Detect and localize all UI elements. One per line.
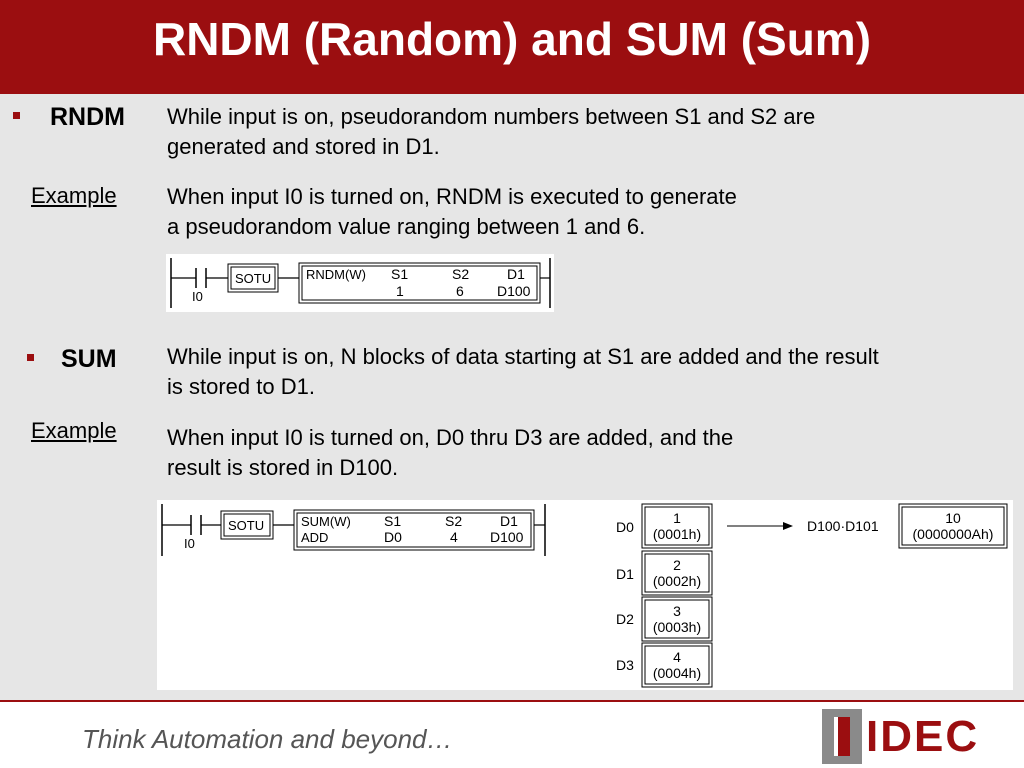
sum-example-text: When input I0 is turned on, D0 thru D3 a… [167, 425, 734, 480]
rndm-ladder-s1-label: S1 [391, 266, 408, 282]
rndm-ladder-op: RNDM(W) [306, 267, 366, 282]
footer-divider [0, 700, 1024, 702]
sum-ladder-s1-value: D0 [384, 529, 402, 545]
slide-title: RNDM (Random) and SUM (Sum) [152, 13, 872, 65]
idec-logo-mark-icon [822, 709, 862, 764]
rndm-ladder-d1-label: D1 [507, 266, 525, 282]
rndm-heading: RNDM [50, 103, 125, 131]
sum-ladder-s1-label: S1 [384, 513, 401, 529]
title-bar [0, 0, 1024, 94]
svg-text:D3: D3 [616, 657, 634, 673]
rndm-example-link[interactable]: Example [31, 183, 117, 208]
svg-text:2: 2 [673, 557, 681, 573]
sum-bullet [27, 354, 34, 361]
svg-text:(0000000Ah): (0000000Ah) [913, 526, 994, 542]
rndm-bullet [13, 112, 20, 119]
sum-ladder-sotu: SOTU [228, 518, 264, 533]
svg-text:D100·D101: D100·D101 [807, 518, 879, 534]
sum-ladder-s2-value: 4 [450, 529, 458, 545]
svg-text:(0004h): (0004h) [653, 665, 701, 681]
svg-text:D0: D0 [616, 519, 634, 535]
result-register: D100·D101 10 (0000000Ah) [807, 503, 1008, 549]
svg-text:D2: D2 [616, 611, 634, 627]
svg-text:(0003h): (0003h) [653, 619, 701, 635]
arrow-head-icon [783, 522, 793, 530]
rndm-description: While input is on, pseudorandom numbers … [167, 104, 816, 159]
sum-ladder-d1-label: D1 [500, 513, 518, 529]
svg-text:10: 10 [945, 510, 961, 526]
footer-tagline: Think Automation and beyond… [82, 724, 453, 754]
rndm-ladder-s2-label: S2 [452, 266, 469, 282]
rndm-ladder-sotu: SOTU [235, 271, 271, 286]
rndm-ladder-diagram: I0 SOTU RNDM(W) S1 1 S2 6 D1 D100 [166, 254, 554, 312]
sum-ladder-input: I0 [184, 536, 195, 551]
sum-heading: SUM [61, 345, 117, 373]
sum-ladder-d1-value: D100 [490, 529, 524, 545]
register-d3: D3 4 (0004h) [616, 642, 713, 688]
register-d1: D1 2 (0002h) [616, 550, 713, 596]
register-d2: D2 3 (0003h) [616, 596, 713, 642]
svg-text:D1: D1 [616, 566, 634, 582]
svg-text:(0002h): (0002h) [653, 573, 701, 589]
sum-ladder-op: SUM(W) [301, 514, 351, 529]
sum-ladder-diagram: I0 SOTU SUM(W) ADD S1 D0 S2 4 D1 D100 D0… [157, 500, 1013, 690]
svg-text:3: 3 [673, 603, 681, 619]
idec-logo-text: IDEC [866, 712, 980, 761]
register-d0: D0 1 (0001h) [616, 503, 713, 549]
rndm-ladder-s1-value: 1 [396, 283, 404, 299]
svg-text:(0001h): (0001h) [653, 526, 701, 542]
sum-ladder-op2: ADD [301, 530, 328, 545]
rndm-example-text: When input I0 is turned on, RNDM is exec… [167, 184, 737, 239]
svg-text:4: 4 [673, 649, 681, 665]
rndm-ladder-d1-value: D100 [497, 283, 531, 299]
svg-text:1: 1 [673, 510, 681, 526]
sum-ladder-s2-label: S2 [445, 513, 462, 529]
sum-description: While input is on, N blocks of data star… [167, 344, 879, 399]
rndm-ladder-input: I0 [192, 289, 203, 304]
rndm-ladder-s2-value: 6 [456, 283, 464, 299]
sum-example-link[interactable]: Example [31, 418, 117, 443]
